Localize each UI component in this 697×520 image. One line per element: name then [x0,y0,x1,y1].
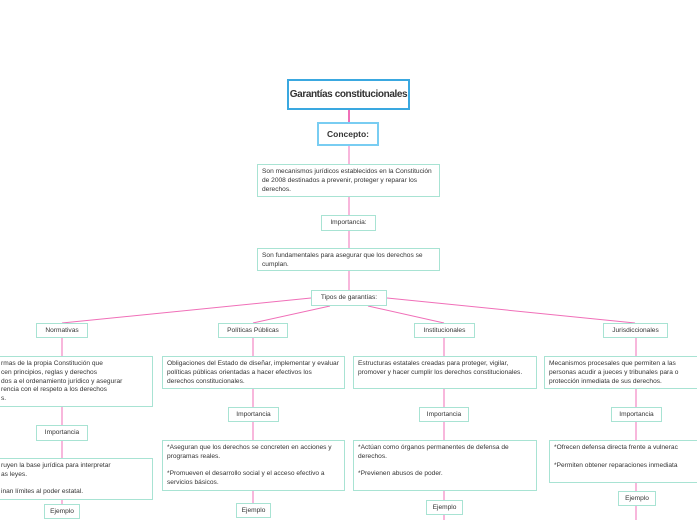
type-politicas-node[interactable]: Políticas Públicas [218,323,288,338]
type-normativas-node[interactable]: Normativas [36,323,88,338]
institucionales-description-node[interactable]: Estructuras estatales creadas para prote… [353,356,537,389]
importance-text-node[interactable]: Son fundamentales para asegurar que los … [257,248,440,271]
normativas-example-node[interactable]: Ejemplo [44,504,80,519]
politicas-example-node[interactable]: Ejemplo [236,503,271,518]
jurisdiccionales-example-node[interactable]: Ejemplo [618,491,656,506]
types-node[interactable]: Tipos de garantías: [311,290,387,306]
jurisdiccionales-description-node[interactable]: Mecanismos procesales que permiten a las… [544,356,697,389]
importance-node[interactable]: Importancia: [321,215,376,231]
normativas-importance-node[interactable]: Importancia [36,425,88,441]
institucionales-importance-node[interactable]: Importancia [419,407,469,422]
concept-text-node[interactable]: Son mecanismos jurídicos establecidos en… [257,164,440,197]
jurisdiccionales-importance-text-node[interactable]: *Ofrecen defensa directa frente a vulner… [549,440,697,483]
politicas-importance-node[interactable]: Importancia [228,407,279,422]
type-institucionales-node[interactable]: Institucionales [414,323,475,338]
main-title-node[interactable]: Garantías constitucionales [287,79,410,110]
institucionales-example-node[interactable]: Ejemplo [426,500,463,515]
politicas-importance-text-node[interactable]: *Aseguran que los derechos se concreten … [162,440,345,491]
normativas-description-node[interactable]: rmas de la propia Constitución que cen p… [0,356,153,407]
normativas-importance-text-node[interactable]: ruyen la base jurídica para interpretar … [0,458,153,500]
jurisdiccionales-importance-node[interactable]: Importancia [611,407,662,422]
type-jurisdiccionales-node[interactable]: Jurisdiccionales [603,323,668,338]
politicas-description-node[interactable]: Obligaciones del Estado de diseñar, impl… [162,356,345,389]
concept-node[interactable]: Concepto: [317,122,379,146]
institucionales-importance-text-node[interactable]: *Actúan como órganos permanentes de defe… [353,440,537,491]
